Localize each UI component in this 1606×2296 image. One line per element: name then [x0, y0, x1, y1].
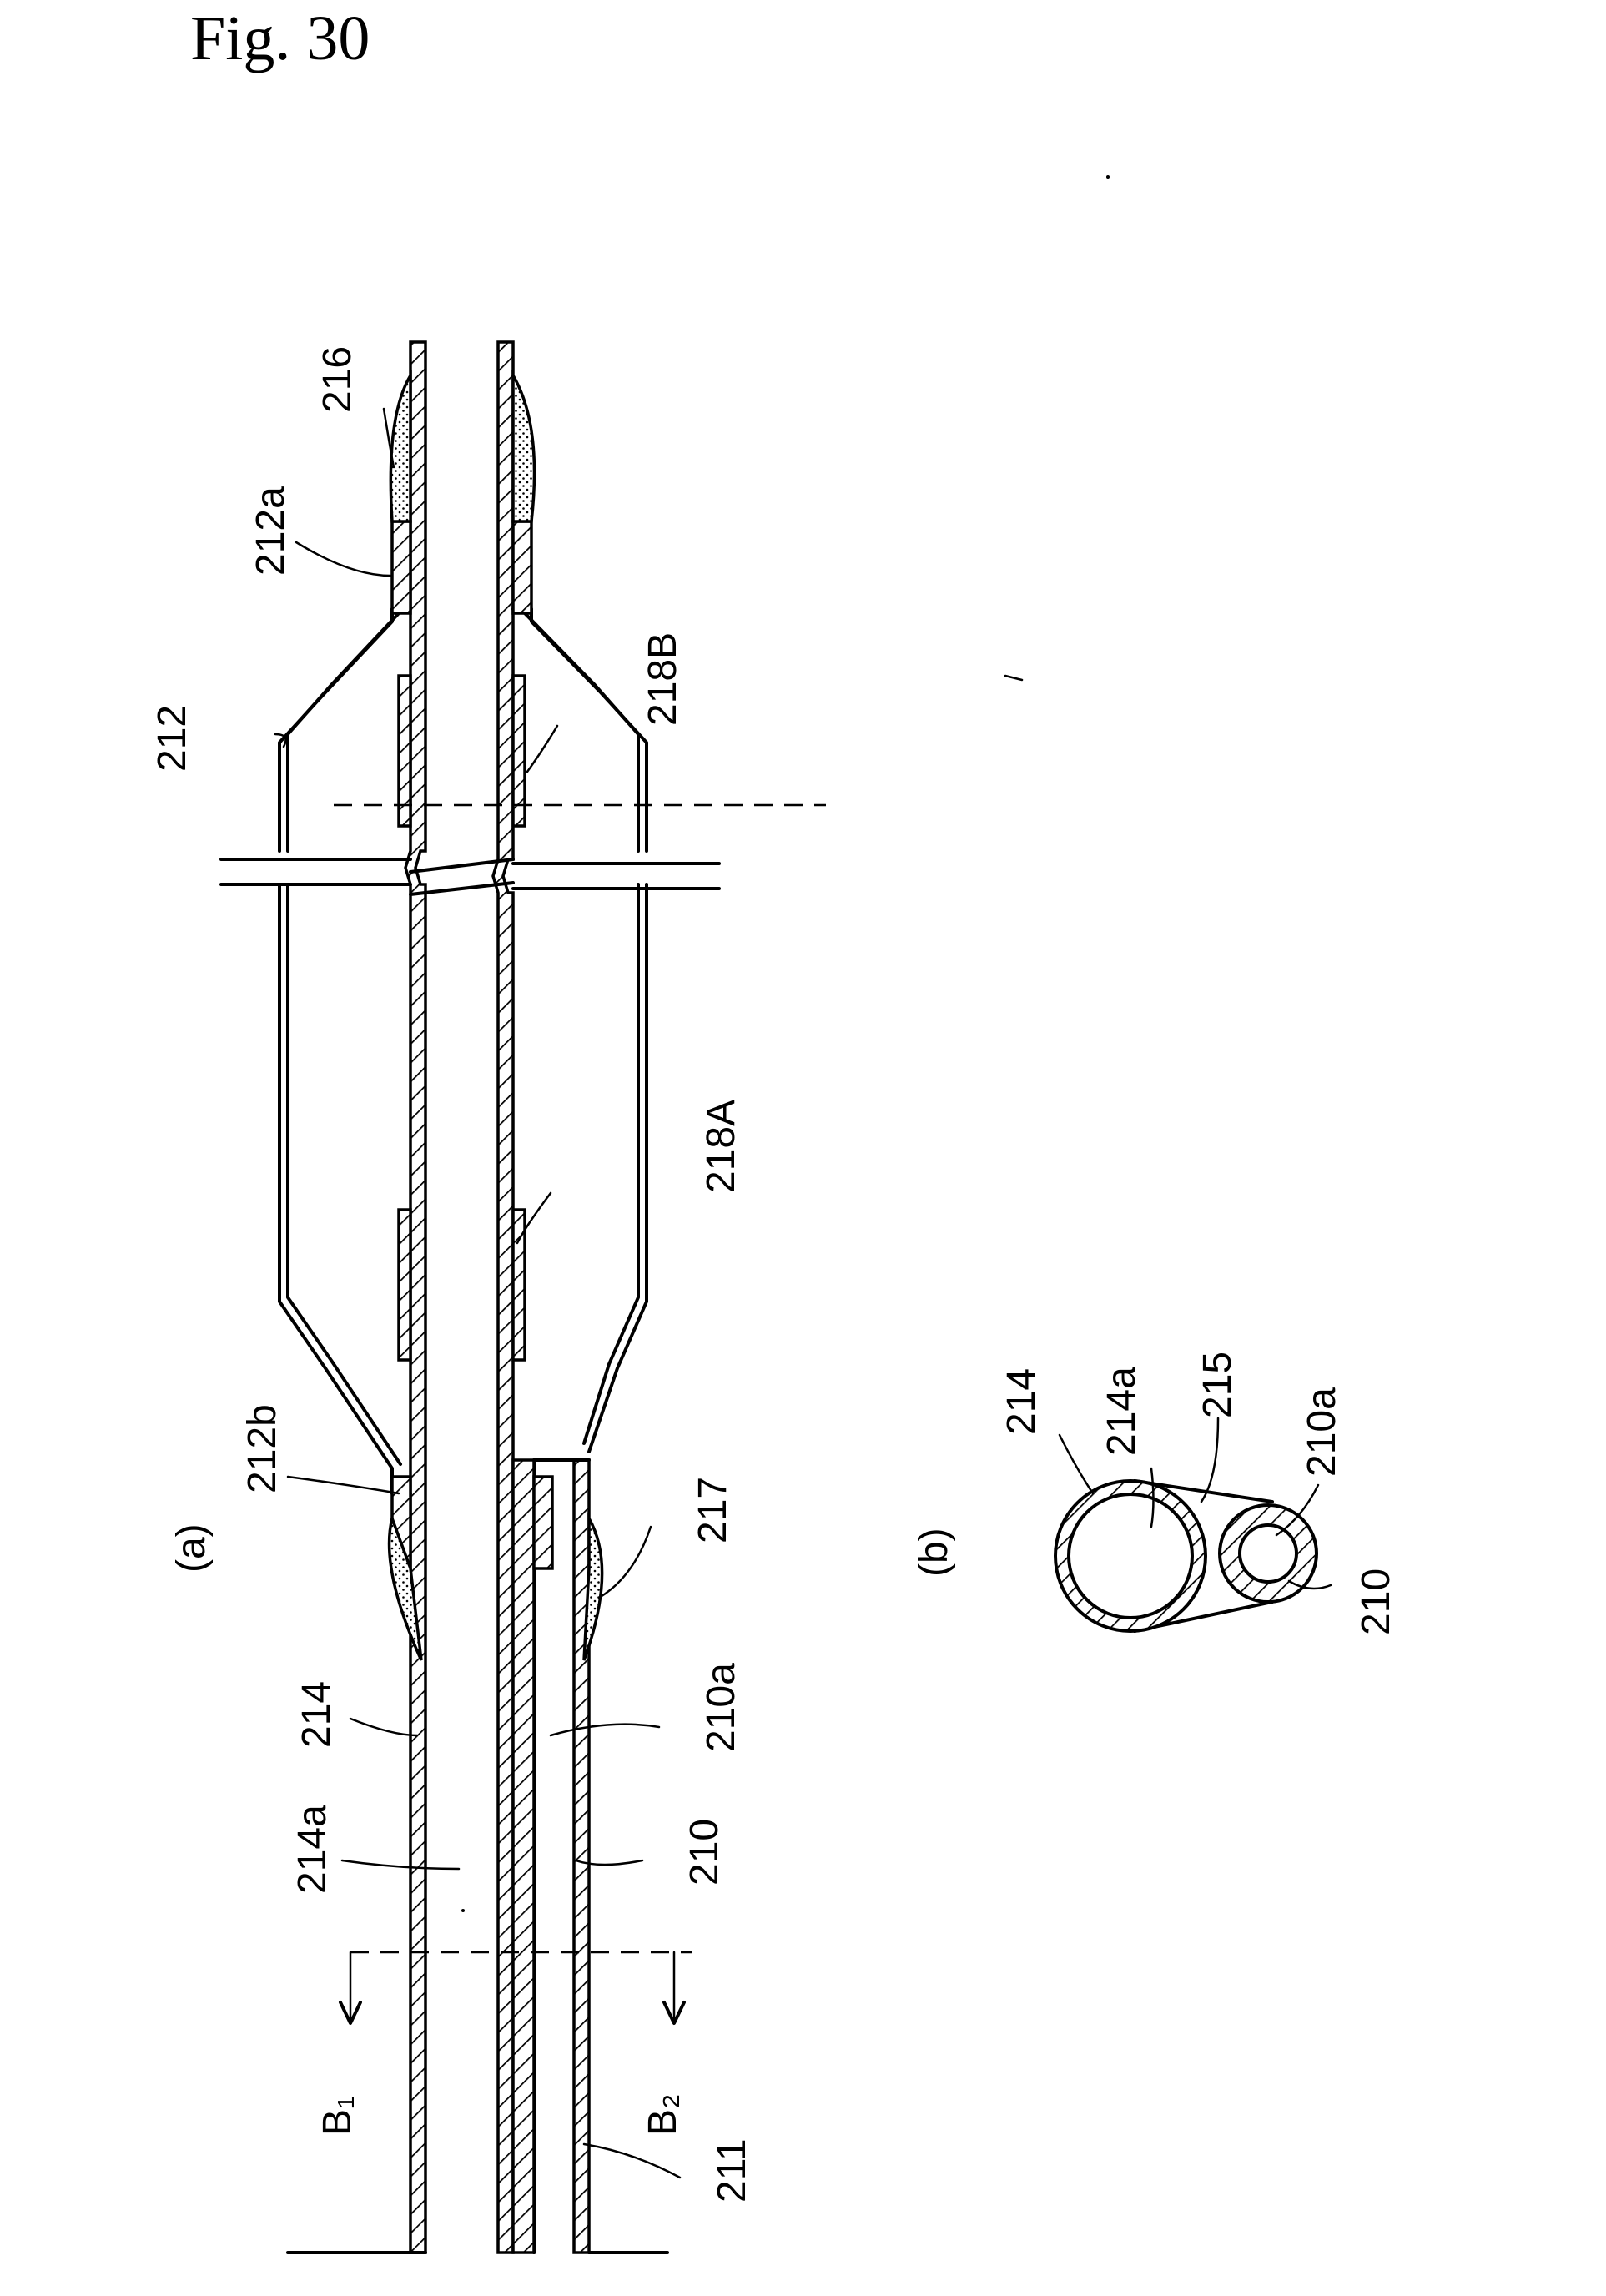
label-212a: 212a: [249, 486, 293, 576]
label-b-210a: 210a: [1300, 1387, 1344, 1477]
label-218A: 218A: [699, 1100, 743, 1193]
label-211: 211: [710, 2138, 754, 2203]
label-212b: 212b: [240, 1404, 284, 1493]
view-a: (a) 216 212a 212 218B 218A 212b 217 214 …: [150, 342, 826, 2253]
label-210a: 210a: [699, 1663, 743, 1752]
label-212: 212: [150, 705, 194, 772]
label-214: 214: [295, 1681, 339, 1748]
label-B1: B₁: [315, 2096, 360, 2136]
label-b-210: 210: [1354, 1568, 1398, 1635]
adhesive-216: [390, 375, 410, 521]
balloon-212: [279, 521, 647, 1568]
label-218B: 218B: [641, 632, 685, 726]
label-b-215: 215: [1196, 1352, 1240, 1418]
label-B2: B₂: [641, 2093, 685, 2136]
inner-tube-214: [405, 342, 513, 2253]
label-214a: 214a: [290, 1805, 335, 1894]
marker-band-218B: [399, 676, 410, 826]
label-b-214a: 214a: [1100, 1367, 1144, 1456]
outer-tube-210: [513, 1460, 589, 2253]
marker-band-218A: [399, 1210, 410, 1360]
view-b: (b) 214 214a 215 210a 210: [912, 1352, 1398, 1635]
panel-label-b: (b): [912, 1528, 956, 1577]
label-b-214: 214: [999, 1368, 1044, 1435]
label-210: 210: [682, 1819, 727, 1886]
panel-label-a: (a): [169, 1523, 214, 1573]
label-217: 217: [691, 1477, 735, 1543]
label-216: 216: [315, 346, 360, 413]
